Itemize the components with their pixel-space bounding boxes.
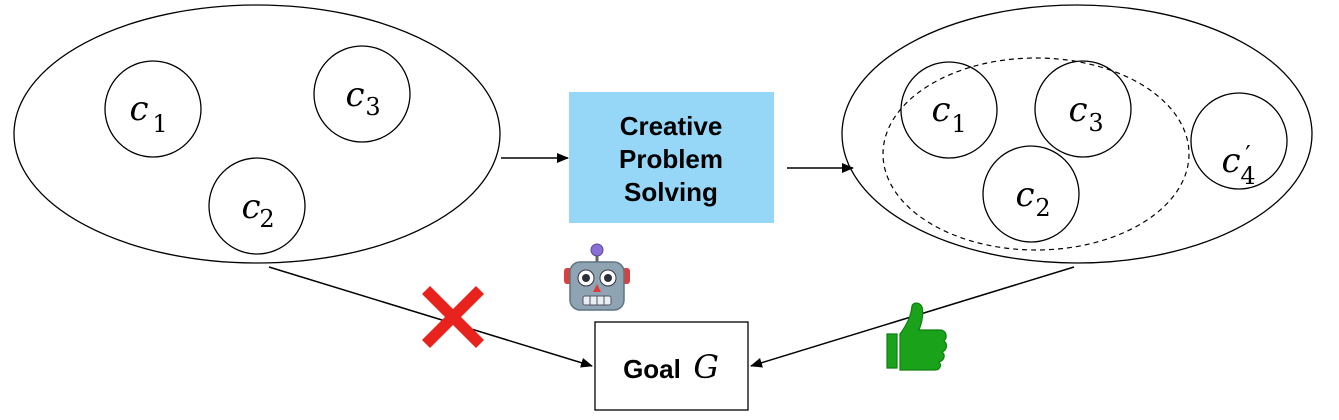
concept-symbol: c [931, 90, 950, 130]
right-concept-c1: c 1 [900, 61, 998, 159]
right-concept-c3: c 3 [1034, 60, 1132, 158]
cross-mark-icon [422, 286, 484, 348]
concept-subscript: 3 [1088, 109, 1103, 137]
right-concept-c4-prime: c ′ 4 [1190, 92, 1288, 190]
concept-symbol: c [1015, 175, 1034, 215]
arrow-left-set-to-goal [268, 266, 593, 368]
left-set-ellipse [13, 4, 501, 264]
concept-subscript: 1 [152, 110, 167, 138]
left-concept-c2: c 2 [208, 157, 306, 255]
thumbs-up-icon [886, 302, 948, 371]
concept-symbol: c [345, 75, 364, 115]
concept-subscript: 2 [259, 205, 274, 233]
right-set-ellipse [841, 4, 1313, 264]
concept-subscript: 4 [1240, 162, 1255, 190]
concept-symbol: c [1068, 90, 1087, 130]
process-line-2: Problem [619, 144, 723, 174]
concept-subscript: 1 [951, 110, 966, 138]
creative-problem-solving-box: Creative Problem Solving [569, 92, 774, 223]
svg-text:Goal G: Goal G [623, 348, 719, 386]
right-concept-c2: c 2 [982, 145, 1080, 243]
concept-symbol: c [241, 187, 260, 227]
left-concept-c1: c 1 [104, 60, 202, 158]
goal-label: Goal [623, 354, 681, 384]
left-concept-set: c 1 c 3 c 2 [13, 4, 501, 264]
concept-subscript: 2 [1035, 194, 1050, 222]
retained-concepts-dashed-ellipse [882, 57, 1190, 251]
svg-text:c: c [129, 89, 148, 129]
concept-prime: ′ [1245, 141, 1250, 169]
concept-symbol: c [129, 89, 148, 129]
goal-symbol: G [693, 348, 719, 386]
concept-symbol: c [1221, 141, 1240, 181]
concept-subscript: 3 [365, 93, 380, 121]
robot-icon [564, 243, 630, 311]
right-concept-set: c 1 c 3 c 2 c ′ 4 [841, 4, 1313, 264]
process-line-3: Solving [624, 177, 718, 207]
process-line-1: Creative [620, 111, 723, 141]
goal-box: Goal G [594, 321, 749, 411]
left-concept-c3: c 3 [313, 45, 411, 143]
